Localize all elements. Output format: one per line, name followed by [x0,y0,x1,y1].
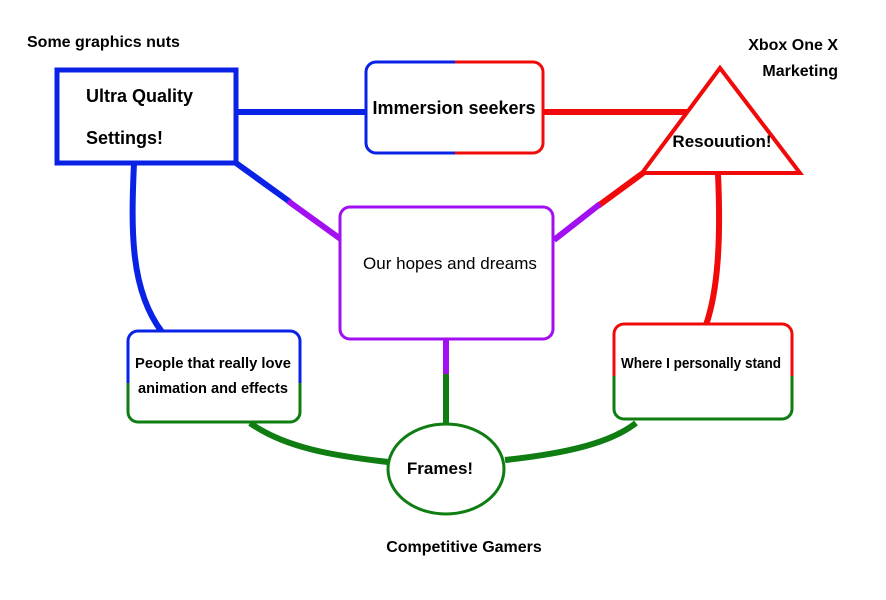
node-personal-label: Where I personally stand [621,355,781,372]
connector-resolution-center-purple [552,201,602,243]
label-competitive-gamers: Competitive Gamers [386,539,542,556]
node-immersion-box-right [455,60,545,155]
node-ultra-quality-label-line1: Ultra Quality [86,86,193,106]
node-immersion-label: Immersion seekers [372,98,535,118]
connector-ultra-center-purple [286,198,344,243]
label-marketing: Marketing [762,63,838,80]
label-some-graphics-nuts: Some graphics nuts [27,34,180,51]
connector-resolution-center-red [596,170,645,209]
node-frames-ellipse [386,422,506,516]
connector-ultra-center-blue [234,160,292,205]
node-immersion-box-left [364,60,455,155]
connector-frames-personal [504,420,638,463]
node-frames-label: Frames! [407,459,473,478]
label-xbox-one-x: Xbox One X [748,37,838,54]
connector-ultra-animation [129,162,165,334]
connector-animation-frames [248,420,389,465]
node-ultra-quality-label-line2: Settings! [86,128,163,148]
node-center-label: Our hopes and dreams [363,254,537,273]
node-ultra-quality-box [54,67,239,166]
node-personal-box-top [612,322,794,376]
connector-resolution-personal [703,173,723,326]
node-animation-label-line1: People that really love [135,355,291,372]
node-personal-box-bottom [612,376,794,421]
node-center-box [338,205,555,341]
node-animation-label-line2: animation and effects [138,380,288,397]
node-animation-box-top [126,329,302,383]
node-resolution-label: Resouution! [672,132,771,151]
node-resolution-triangle [638,64,805,175]
node-animation-box-bottom [126,383,302,424]
